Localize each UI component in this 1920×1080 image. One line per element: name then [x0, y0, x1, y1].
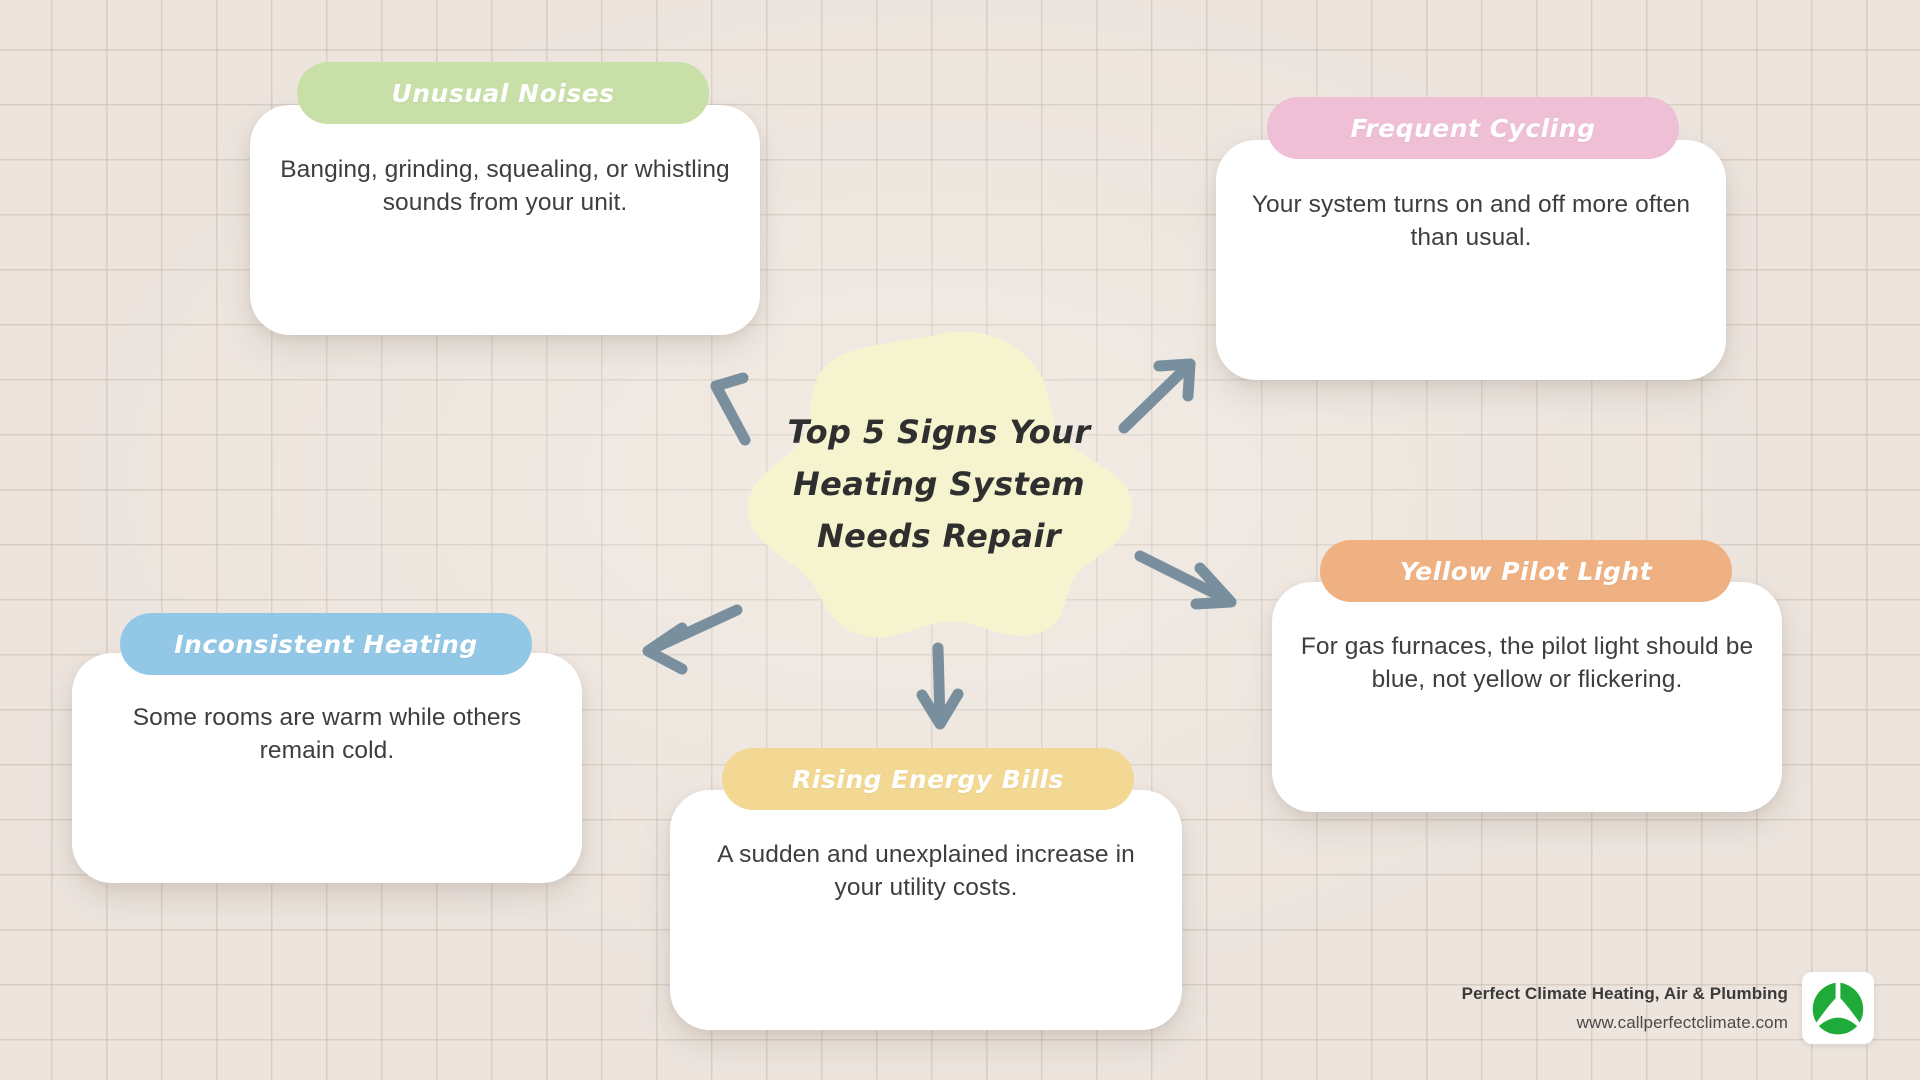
arrow-up-left — [710, 372, 751, 446]
card-body-yellow-pilot-light: For gas furnaces, the pilot light should… — [1300, 633, 1754, 694]
card-title-rising-energy-bills[interactable]: Rising Energy Bills — [722, 748, 1134, 810]
brand-text: Perfect Climate Heating, Air & Plumbing … — [1462, 984, 1788, 1033]
arrow-down — [916, 642, 964, 730]
arrow-up-right — [1118, 358, 1196, 434]
card-body-frequent-cycling: Your system turns on and off more often … — [1251, 191, 1691, 252]
center-title-line-1: Top 5 Signs Your — [787, 413, 1091, 452]
card-body-unusual-noises: Banging, grinding, squealing, or whistli… — [280, 156, 730, 217]
card-yellow-pilot-light[interactable]: For gas furnaces, the pilot light should… — [1272, 582, 1782, 812]
arrow-down-left — [642, 604, 743, 675]
card-rising-energy-bills[interactable]: A sudden and unexplained increase in you… — [670, 790, 1182, 1030]
card-inconsistent-heating[interactable]: Some rooms are warm while others remain … — [72, 653, 582, 883]
perfect-climate-trefoil-icon — [1812, 982, 1864, 1035]
company-logo — [1802, 972, 1874, 1044]
branding-block: Perfect Climate Heating, Air & Plumbing … — [1462, 972, 1874, 1044]
blob-shape — [747, 331, 1133, 638]
card-title-frequent-cycling[interactable]: Frequent Cycling — [1267, 97, 1679, 159]
center-title-line-2: Heating System — [792, 465, 1086, 504]
center-title-line-3: Needs Repair — [816, 516, 1062, 555]
card-title-inconsistent-heating[interactable]: Inconsistent Heating — [120, 613, 532, 675]
arrow-down-right — [1134, 550, 1237, 610]
card-title-yellow-pilot-light[interactable]: Yellow Pilot Light — [1320, 540, 1732, 602]
card-body-rising-energy-bills: A sudden and unexplained increase in you… — [717, 841, 1135, 902]
card-unusual-noises[interactable]: Banging, grinding, squealing, or whistli… — [250, 105, 760, 335]
center-blob: Top 5 Signs Your Heating System Needs Re… — [744, 330, 1134, 640]
center-title: Top 5 Signs Your Heating System Needs Re… — [744, 330, 1134, 640]
card-body-inconsistent-heating: Some rooms are warm while others remain … — [132, 704, 522, 765]
company-name: Perfect Climate Heating, Air & Plumbing — [1461, 983, 1788, 1003]
card-frequent-cycling[interactable]: Your system turns on and off more often … — [1216, 140, 1726, 380]
company-website[interactable]: www.callperfectclimate.com — [1576, 1012, 1788, 1032]
card-title-unusual-noises[interactable]: Unusual Noises — [297, 62, 709, 124]
